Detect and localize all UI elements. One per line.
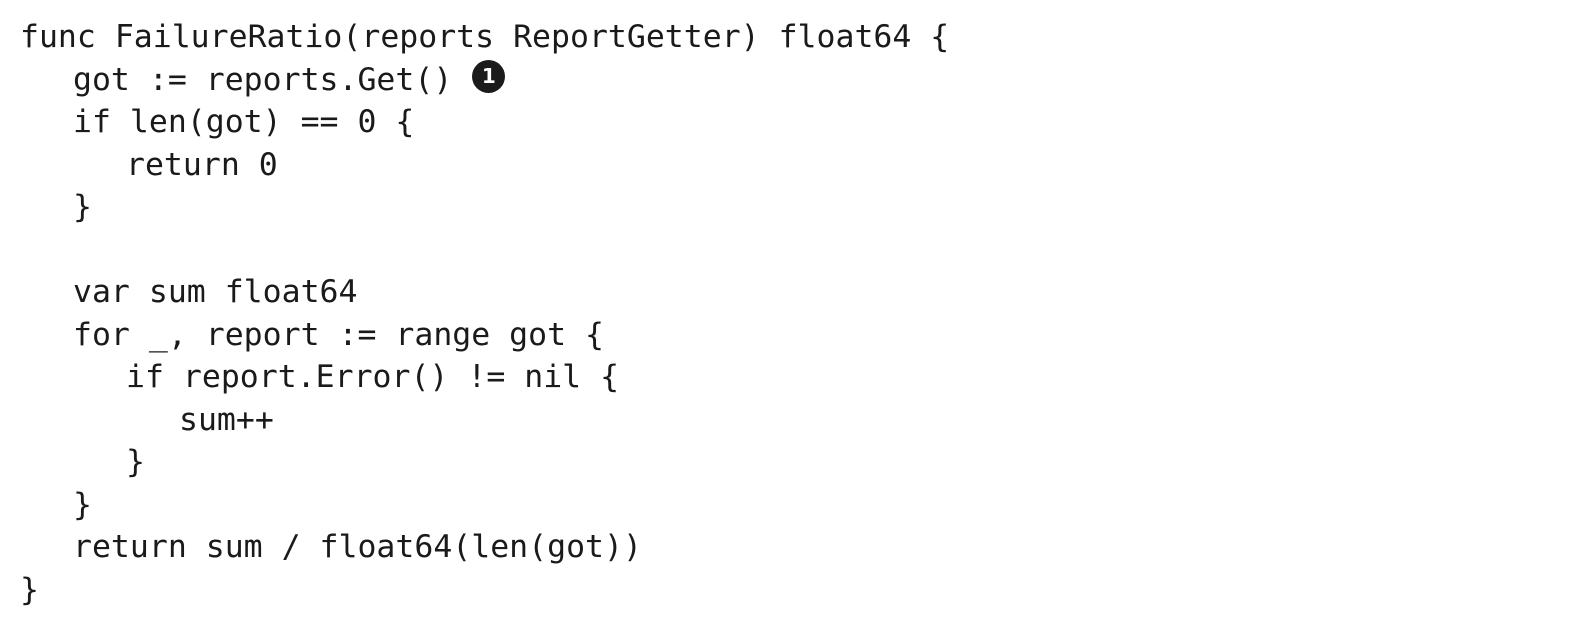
code-listing: func FailureRatio(reports ReportGetter) … [20, 16, 949, 611]
callout-marker-1: 1 [472, 59, 506, 93]
code-line-14: } [20, 571, 39, 608]
code-line-5: } [73, 189, 92, 225]
code-line-9: if report.Error() != nil { [126, 359, 620, 395]
code-line-13: return sum / float64(len(got)) [73, 529, 642, 565]
code-line-1: func FailureRatio(reports ReportGetter) … [20, 19, 950, 55]
code-line-4: return 0 [126, 146, 278, 183]
code-line-2-text: got := reports.Get() [73, 61, 453, 98]
code-line-10: sum++ [179, 401, 274, 438]
code-line-11: } [126, 444, 145, 480]
code-line-2: got := reports.Get() 1 [20, 59, 949, 102]
code-line-8: for _, report := range got { [73, 316, 605, 353]
code-line-12: } [73, 486, 92, 523]
code-line-3: if len(got) == 0 { [73, 104, 415, 140]
code-line-7: var sum float64 [73, 274, 358, 310]
code-line-6-blank [20, 229, 949, 272]
